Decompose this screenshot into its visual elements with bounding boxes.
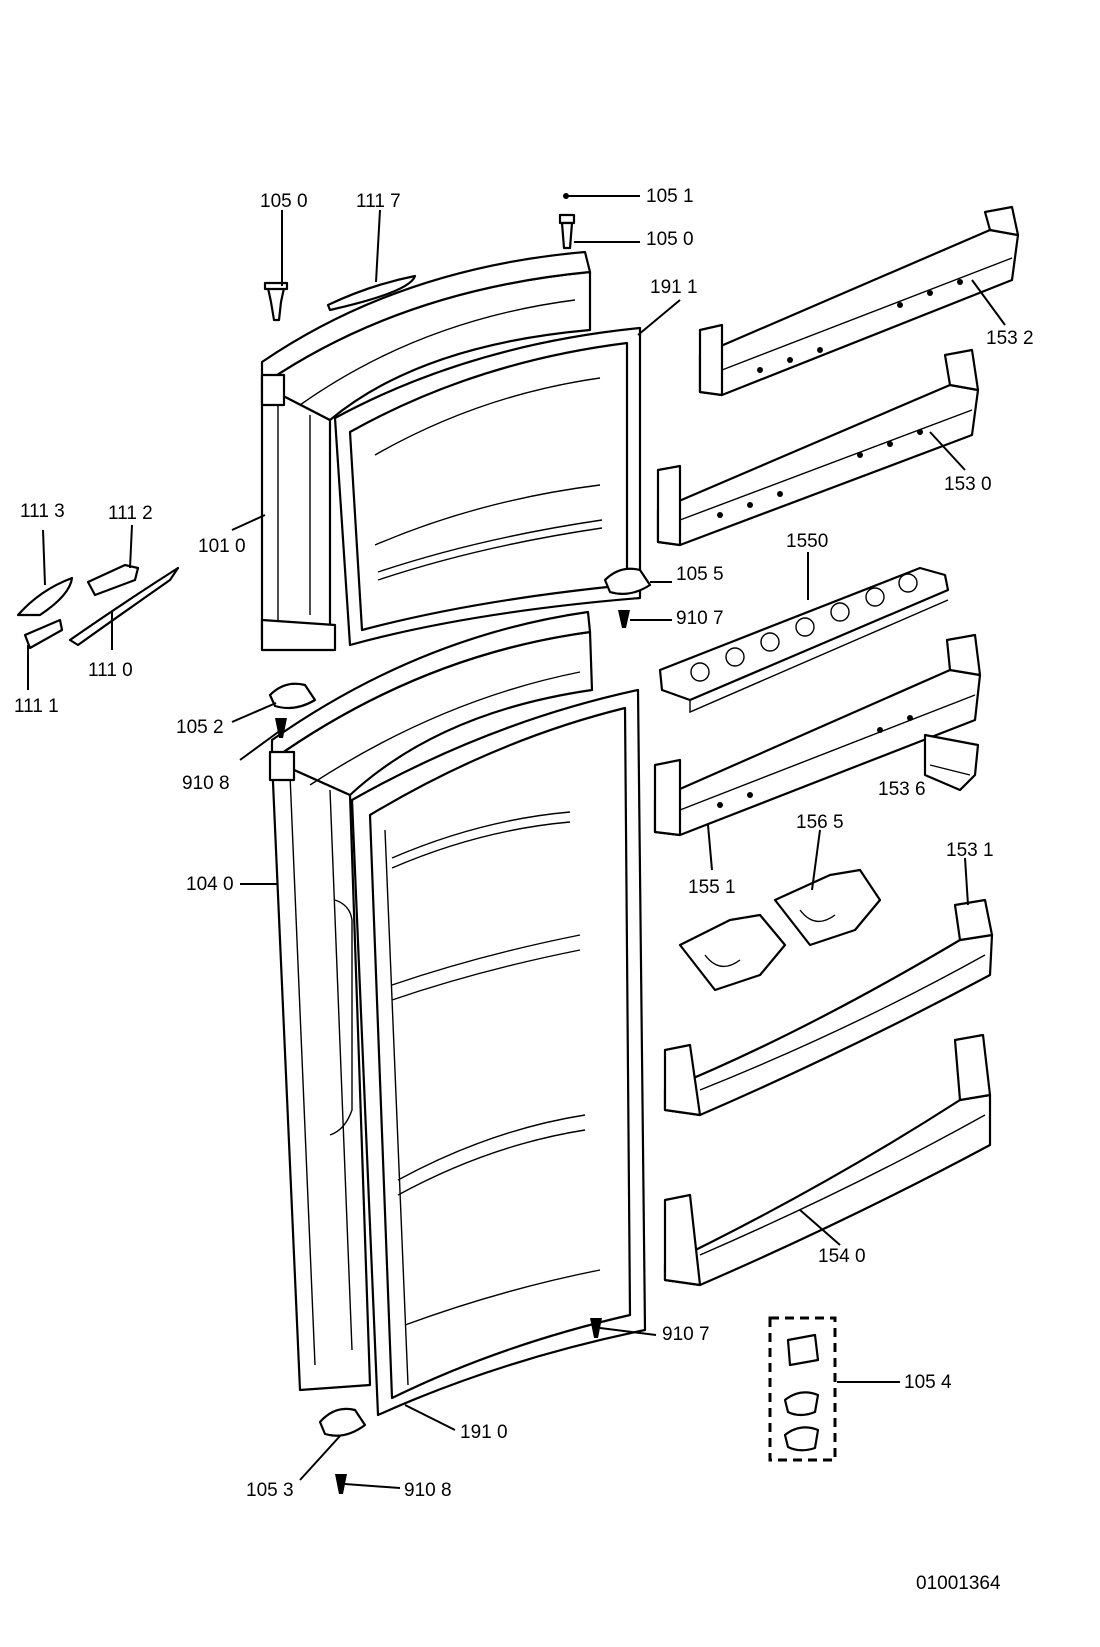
part-number-labels: 105 0 111 7 105 1 105 0 191 1 153 2 153 … xyxy=(14,186,1034,1501)
hinge-bush-1053 xyxy=(318,1407,367,1437)
freezer-door-1010 xyxy=(260,250,592,652)
screw-9107-top xyxy=(618,610,630,628)
leader-lines xyxy=(27,195,1006,1489)
label-1111: 111 1 xyxy=(14,696,59,717)
document-number: 01001364 xyxy=(916,1573,1001,1594)
egg-tray-1550 xyxy=(658,566,950,714)
hinge-pin-1050-left xyxy=(263,281,289,322)
label-1536: 153 6 xyxy=(878,779,926,800)
pin-1051 xyxy=(563,193,569,199)
label-1565: 156 5 xyxy=(796,812,844,833)
label-1112: 111 2 xyxy=(108,503,153,524)
label-1052: 105 2 xyxy=(176,717,224,738)
label-1051: 105 1 xyxy=(646,186,694,207)
door-shelf-1532 xyxy=(698,205,1020,397)
label-1050-top: 105 0 xyxy=(260,191,308,212)
label-9107-bottom: 910 7 xyxy=(662,1324,710,1345)
label-1532: 153 2 xyxy=(986,328,1034,349)
handle-parts-1110-1113 xyxy=(16,563,180,650)
label-1113: 111 3 xyxy=(20,501,65,522)
door-shelf-1530 xyxy=(656,348,980,547)
bottle-holder-1565 xyxy=(678,868,882,992)
label-1117: 111 7 xyxy=(356,191,401,212)
hinge-bush-1055 xyxy=(603,567,652,595)
screw-9108-bottom xyxy=(335,1474,347,1494)
hinge-kit-1054 xyxy=(768,1316,837,1462)
label-1910: 191 0 xyxy=(460,1422,508,1443)
label-1911: 191 1 xyxy=(650,277,698,298)
label-1010: 101 0 xyxy=(198,536,246,557)
label-9107-top: 910 7 xyxy=(676,608,724,629)
label-1540: 154 0 xyxy=(818,1246,866,1267)
label-1551: 155 1 xyxy=(688,877,736,898)
label-1054: 105 4 xyxy=(904,1372,952,1393)
label-1110: 111 0 xyxy=(88,660,133,681)
label-1550: 1550 xyxy=(786,531,828,552)
handle-cap-1117 xyxy=(326,274,417,312)
label-1053: 105 3 xyxy=(246,1480,294,1501)
label-9108-bottom: 910 8 xyxy=(404,1480,452,1501)
label-1055: 105 5 xyxy=(676,564,724,585)
label-1531: 153 1 xyxy=(946,840,994,861)
freezer-gasket-1911 xyxy=(333,326,642,647)
hinge-pin-1050-right xyxy=(558,213,576,250)
screw-9107-bottom xyxy=(590,1318,602,1338)
door-shelf-1551 xyxy=(653,633,982,837)
fridge-gasket-1910 xyxy=(350,688,647,1417)
label-1050-right: 105 0 xyxy=(646,229,694,250)
door-shelf-1540 xyxy=(663,1033,992,1287)
clip-1536 xyxy=(923,733,980,792)
door-shelf-1531 xyxy=(663,898,994,1117)
label-1530: 153 0 xyxy=(944,474,992,495)
fridge-door-1040 xyxy=(268,610,594,1392)
label-1040: 104 0 xyxy=(186,874,234,895)
hinge-bush-1052 xyxy=(268,682,317,710)
label-9108-left: 910 8 xyxy=(182,773,230,794)
